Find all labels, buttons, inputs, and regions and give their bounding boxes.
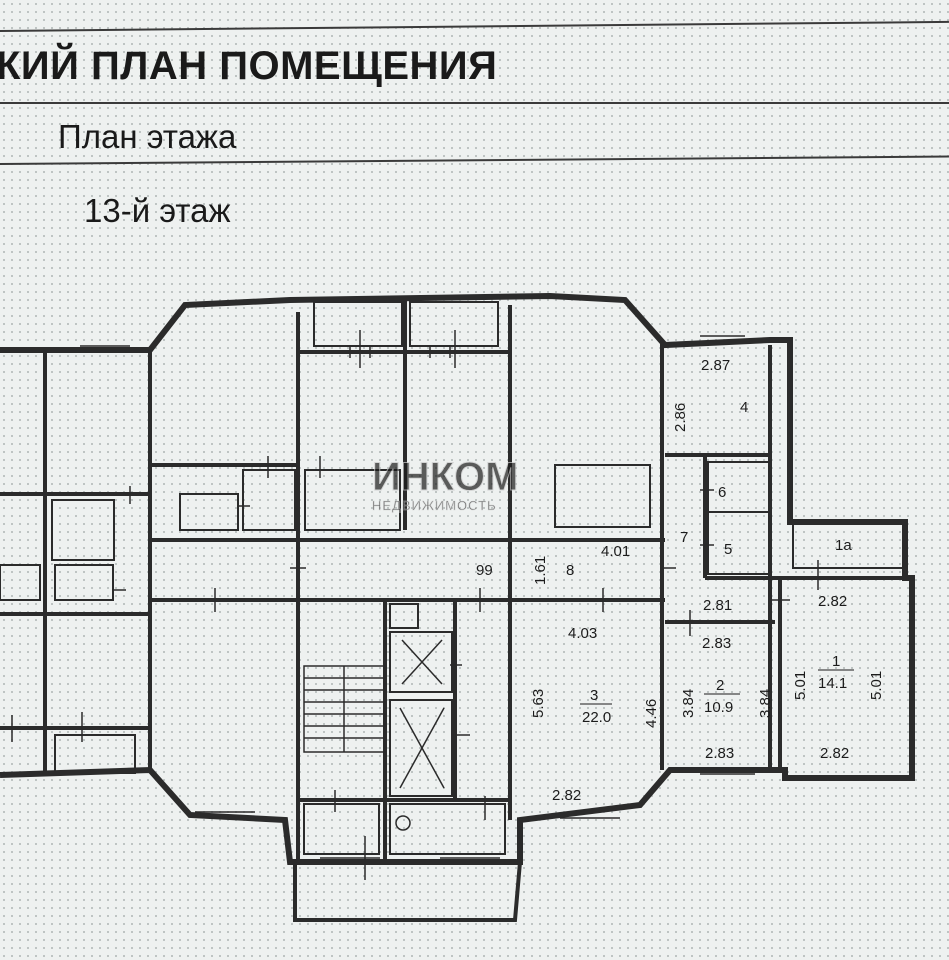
room-2-number: 2 — [716, 677, 724, 694]
room-labels: 2.87 2.86 4 6 7 5 1a 99 1.61 8 4.01 4.03… — [476, 357, 885, 804]
room-4-number: 4 — [740, 399, 748, 416]
room-4-dim-left: 2.86 — [672, 403, 689, 432]
room-2-dim-right: 3.84 — [757, 689, 774, 718]
room-3-area: 22.0 — [582, 709, 611, 726]
inner-walls — [0, 300, 905, 862]
room-7-number: 7 — [680, 529, 688, 546]
stairs — [303, 665, 385, 753]
room-2-dim-left: 3.84 — [680, 689, 697, 718]
watermark-brand: ИНКОМ — [372, 455, 518, 499]
outer-walls — [0, 292, 915, 922]
document-title: КИЙ ПЛАН ПОМЕЩЕНИЯ — [0, 44, 498, 88]
room-1-number: 1 — [832, 653, 840, 670]
room-1-dim-right: 5.01 — [868, 671, 885, 700]
room-3-number: 3 — [590, 687, 598, 704]
watermark: ИНКОМ НЕДВИЖИМОСТЬ — [372, 455, 519, 514]
room-8-dim-left: 1.61 — [532, 556, 549, 585]
room-6-number: 6 — [718, 484, 726, 501]
door-marks — [11, 330, 819, 880]
room-8-stray: 99 — [476, 562, 493, 579]
thin-walls — [0, 301, 904, 855]
room-8-dim-top: 4.01 — [601, 543, 630, 560]
room-8-number: 8 — [566, 562, 574, 579]
room-1-area: 14.1 — [818, 675, 847, 692]
room-7-dim-bottom: 2.81 — [703, 597, 732, 614]
section-title: План этажа — [58, 118, 237, 155]
room-3-dim-bottom: 2.82 — [552, 787, 581, 804]
window-marks — [80, 335, 755, 859]
floor-label: 13-й этаж — [84, 192, 231, 229]
room-2-area: 10.9 — [704, 699, 733, 716]
room-3-dim-top: 4.03 — [568, 625, 597, 642]
room-1a-number: 1a — [835, 537, 852, 554]
room-3-dim-right: 4.46 — [643, 699, 660, 728]
room-1-dim-left: 5.01 — [792, 671, 809, 700]
room-1-dim-top: 2.82 — [818, 593, 847, 610]
elevator-shafts — [395, 639, 445, 831]
room-2-dim-bottom: 2.83 — [705, 745, 734, 762]
room-5-number: 5 — [724, 541, 732, 558]
room-2-dim-top: 2.83 — [702, 635, 731, 652]
room-1-dim-bottom: 2.82 — [820, 745, 849, 762]
watermark-sub: НЕДВИЖИМОСТЬ — [372, 498, 497, 513]
header-rule-mid — [0, 102, 949, 104]
room-3-dim-left: 5.63 — [530, 689, 547, 718]
room-4-dim-top: 2.87 — [701, 357, 730, 374]
